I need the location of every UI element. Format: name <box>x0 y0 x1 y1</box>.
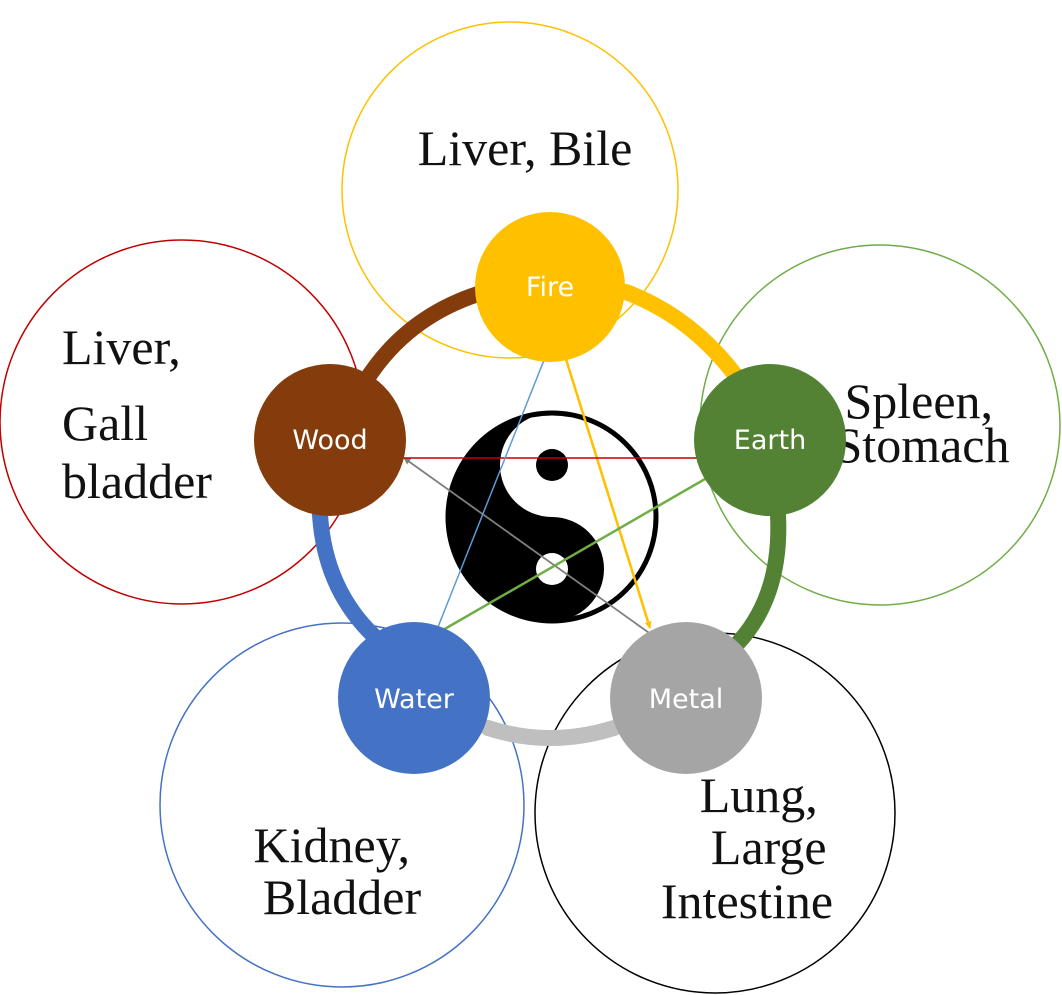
element-node-metal: Metal <box>610 622 762 774</box>
organ-circle-fire <box>341 21 679 359</box>
organ-label-earth: Spleen, Stomach <box>835 373 1010 473</box>
organ-label-wood-line: Liver, <box>62 319 181 375</box>
organ-label-earth-line: Stomach <box>835 417 1010 473</box>
element-label-fire: Fire <box>526 272 574 303</box>
control-arrow-water-to-fire <box>435 339 553 633</box>
organ-label-wood-line: bladder <box>62 453 212 509</box>
cycle-arc-wood-to-fire <box>357 286 486 390</box>
cycle-arc-water-to-wood <box>312 507 383 645</box>
organ-circle-water <box>159 622 525 988</box>
yin-yang-icon <box>445 410 659 624</box>
organ-label-fire: Liver, Bile <box>418 120 633 176</box>
cycle-arc-metal-to-water <box>480 720 622 746</box>
organ-label-wood-line: Gall <box>62 395 148 451</box>
organ-label-wood: Liver, Gall bladder <box>62 319 212 509</box>
element-node-wood: Wood <box>254 364 406 516</box>
organ-label-fire-line: Liver, Bile <box>418 120 633 176</box>
organ-label-metal-line: Large <box>711 819 827 875</box>
organ-group-fire: Liver, Bile <box>341 21 679 359</box>
element-circle-earth <box>694 364 846 516</box>
element-label-water: Water <box>374 684 455 715</box>
organ-group-water: Kidney, Bladder <box>159 622 525 988</box>
element-circle-water <box>338 622 490 774</box>
organ-label-metal: Lung, Large Intestine <box>661 767 839 929</box>
element-label-wood: Wood <box>292 425 367 456</box>
element-node-earth: Earth <box>694 364 846 516</box>
element-circle-fire <box>475 212 625 362</box>
organ-label-earth-line: Spleen, <box>844 373 993 429</box>
organ-label-water-line: Kidney, <box>254 817 410 873</box>
organ-label-water-line: Bladder <box>263 869 422 925</box>
controlling-cycle <box>402 339 723 636</box>
organ-group-wood: Liver, Gall bladder <box>0 239 365 605</box>
element-circle-metal <box>610 622 762 774</box>
element-label-earth: Earth <box>734 425 806 456</box>
organ-label-water: Kidney, Bladder <box>254 817 423 925</box>
element-node-water: Water <box>338 622 490 774</box>
element-label-metal: Metal <box>649 684 724 715</box>
element-node-fire: Fire <box>475 212 625 362</box>
organ-label-metal-line: Lung, <box>700 767 818 823</box>
organ-label-metal-line: Intestine <box>661 873 833 929</box>
cycle-arc-earth-to-metal <box>730 507 787 651</box>
control-arrow-earth-to-water <box>435 473 713 636</box>
element-circle-wood <box>254 364 406 516</box>
